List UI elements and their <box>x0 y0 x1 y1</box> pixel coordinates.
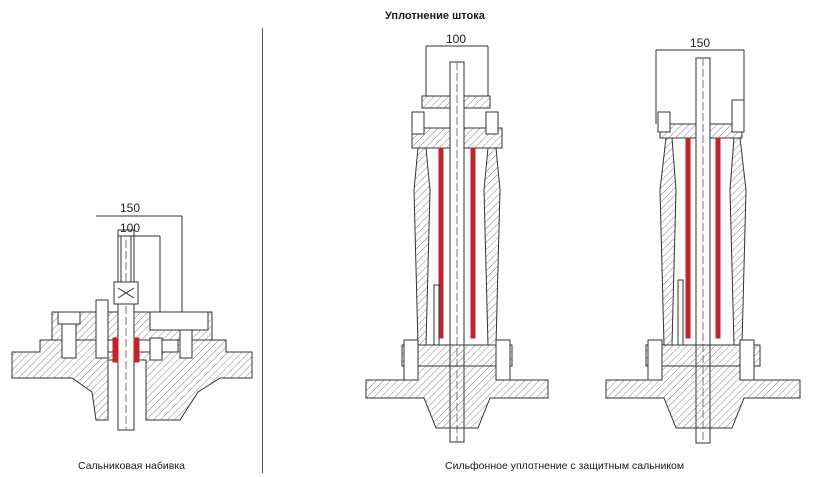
section-divider <box>262 28 263 473</box>
bellows-seal-150-drawing <box>605 49 801 444</box>
bellows-left <box>438 147 444 339</box>
stuffing-box-drawing <box>11 215 253 431</box>
dim-left-100: 100 <box>120 221 140 235</box>
bolt-right <box>179 329 193 359</box>
valve-body-middle <box>365 365 549 429</box>
caption-bellows: Сильфонное уплотнение с защитным сальник… <box>445 460 685 472</box>
bellows-right-l <box>685 137 691 339</box>
bellows-right-r <box>715 137 721 339</box>
bellows-right <box>470 147 476 339</box>
bolt-inner-right <box>149 337 163 361</box>
packing-right <box>133 337 140 363</box>
caption-stuffing-box: Сальниковая набивка <box>78 460 186 472</box>
dim-left-150: 150 <box>120 201 140 215</box>
section-title: Уплотнение штока <box>385 10 485 22</box>
packing-left <box>112 337 119 363</box>
dim-middle-100: 100 <box>446 32 466 46</box>
valve-body-right <box>605 365 801 429</box>
dim-right-150: 150 <box>690 36 710 50</box>
bolt-left <box>61 319 77 359</box>
bolt-inner-left <box>95 299 109 359</box>
bellows-seal-100-drawing <box>365 45 549 443</box>
